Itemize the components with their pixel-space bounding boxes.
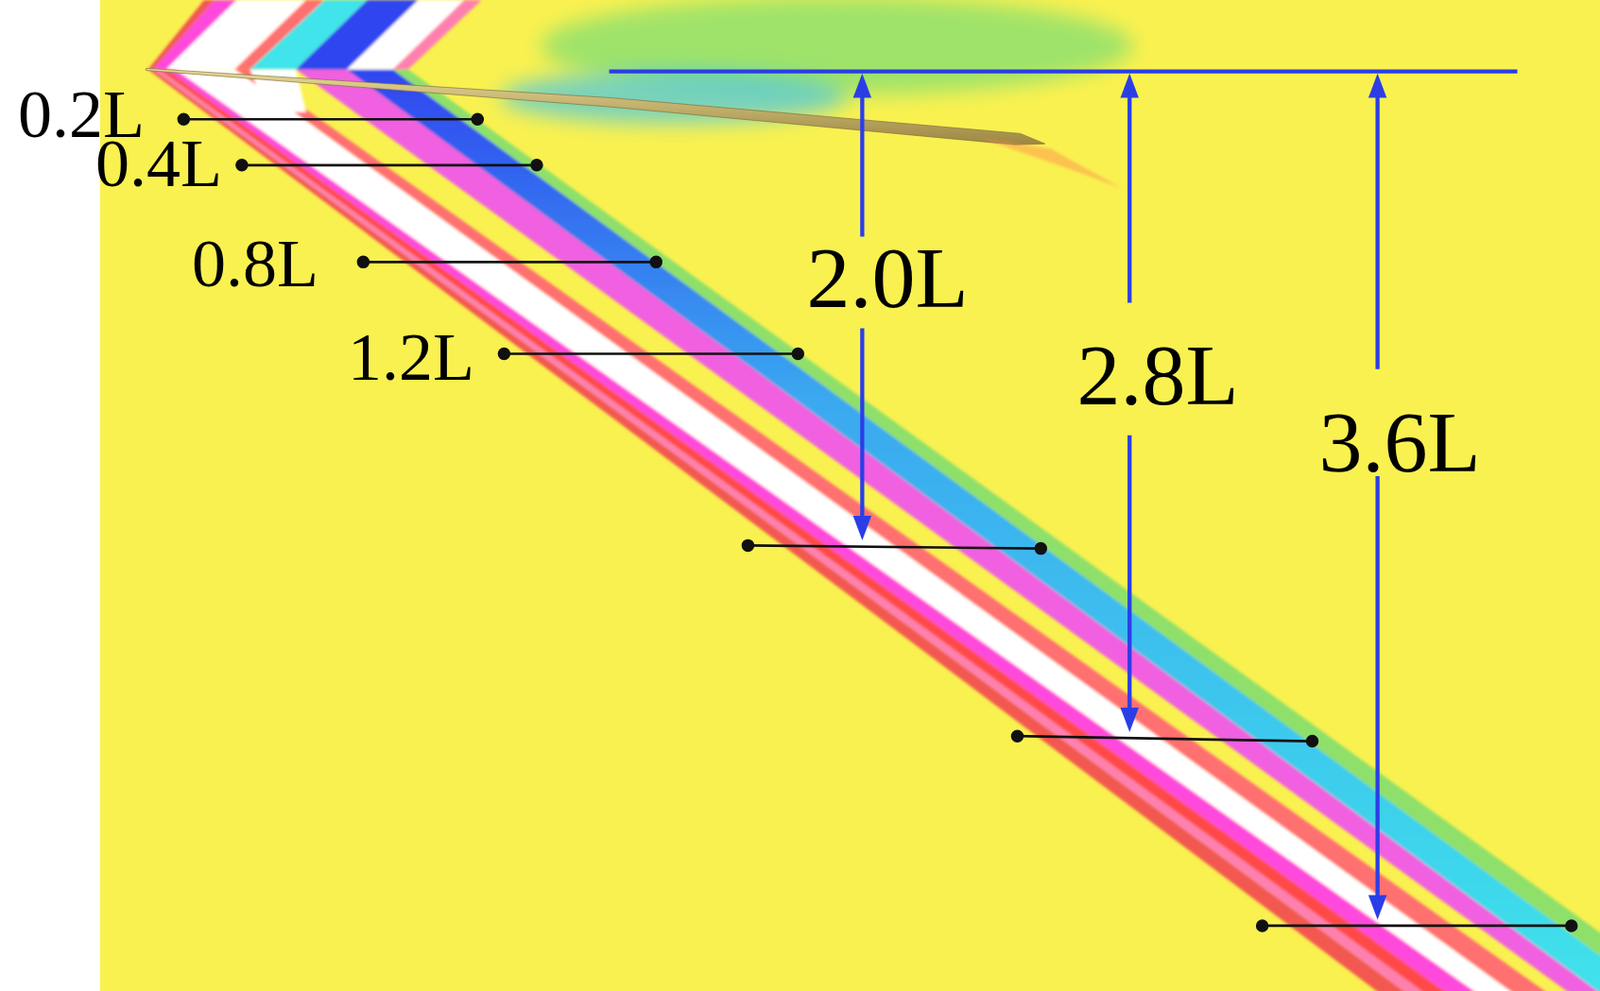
distance-markers [178,114,1577,931]
distance-line [241,163,537,167]
arrowhead [1368,895,1387,921]
end-dot [742,540,754,551]
shock-band [393,68,1600,991]
end-dot [1035,543,1047,554]
shock-bands [148,0,1600,991]
end-dot [472,114,483,125]
distance-label: 2.8L [1076,331,1239,419]
shock-band [234,68,1570,991]
reference-line [609,68,1518,73]
end-dot [1012,731,1023,742]
end-dot [792,348,804,360]
end-dot [178,114,190,125]
arrowhead [853,516,872,541]
distance-label: 1.2L [347,323,475,392]
end-dot [498,348,510,360]
arrow-shaft [1375,91,1379,370]
distance-line [503,352,798,356]
end-dot [236,159,247,171]
end-dot [358,257,369,268]
distance-label: 0.4L [95,129,223,198]
arrow-shaft [1375,476,1379,902]
distance-line [183,118,478,121]
arrow-shaft [1127,435,1132,715]
arrowhead [1368,73,1387,99]
distance-label: 3.6L [1318,398,1480,486]
slender-body [145,68,1045,145]
margin [0,0,101,991]
distance-label: 0.8L [191,229,319,298]
end-dot [651,257,662,268]
wake-region [980,137,1123,190]
distance-line [747,545,1041,549]
end-dot [532,159,543,171]
distance-line [362,260,656,264]
arrowhead [853,73,872,99]
distance-line [1262,925,1572,929]
shock-band [393,0,482,69]
arrow-shaft [1127,91,1132,303]
arrowhead [1120,707,1139,733]
end-dot [1565,921,1577,932]
end-dot [1307,736,1318,747]
arrow-shaft [860,91,864,237]
height-arrows [609,71,1518,921]
shock-band [295,68,1600,991]
distance-line [1016,736,1312,741]
shock-band [346,68,1600,991]
distance-label: 2.0L [806,234,968,322]
arrowhead [1120,73,1139,99]
end-dot [1256,921,1268,932]
arrow-shaft [860,328,864,523]
